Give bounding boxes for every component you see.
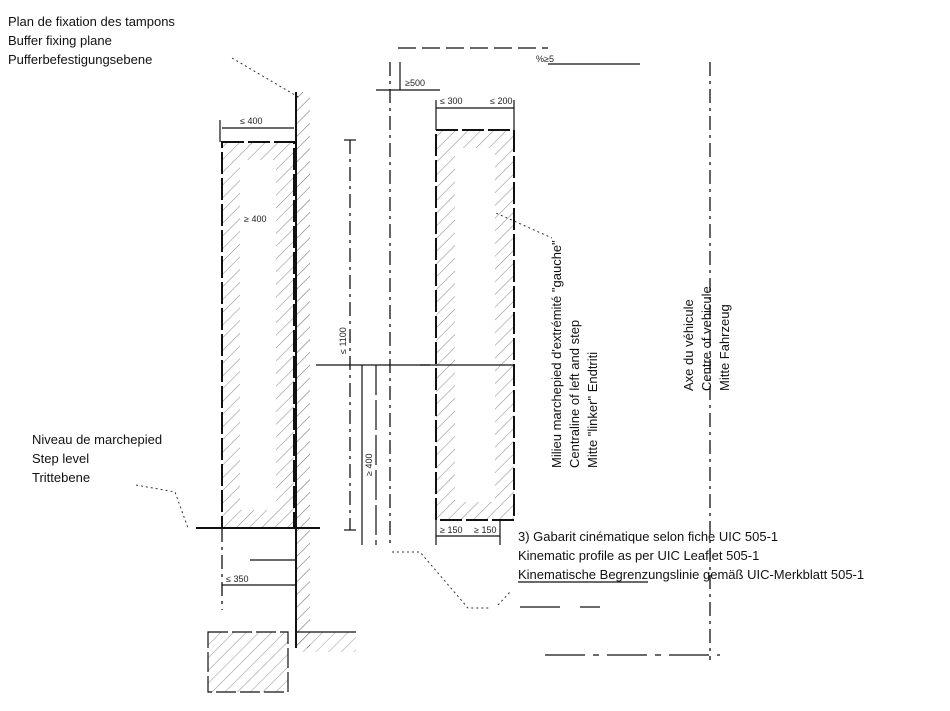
kinematic-leader	[392, 551, 490, 609]
kinematic-profile-label-de: Kinematische Begrenzungslinie gemäß UIC-…	[518, 567, 864, 582]
dim-left-height: ≥ 400	[244, 214, 266, 224]
step-centreline-label-fr: Milieu marchepied d'extrémité "gauche"	[549, 240, 564, 468]
dim-left-width: ≤ 400	[240, 116, 262, 126]
buffer-plane-leader	[231, 57, 301, 99]
dim-vertical-total: ≤ 1100	[338, 327, 348, 354]
kinematic-profile-boundary	[520, 606, 720, 656]
vehicle-axis-label: Axe du véhicule Centre of vehicule Mitte…	[681, 286, 732, 391]
dim-top-right: %≥5	[536, 54, 554, 64]
left-step-block	[219, 120, 297, 529]
lower-hatched-block	[207, 631, 356, 693]
right-step-block	[420, 100, 515, 545]
step-level-label: Niveau de marchepied Step level Trittebe…	[32, 432, 162, 485]
vehicle-axis-label-de: Mitte Fahrzeug	[717, 304, 732, 391]
dim-bottom-left: ≤ 350	[226, 574, 248, 584]
kinematic-profile-label-fr: 3) Gabarit cinématique selon fiche UIC 5…	[518, 529, 778, 544]
step-level-label-fr: Niveau de marchepied	[32, 432, 162, 447]
dim-vertical-lower: ≥ 400	[364, 454, 374, 476]
vehicle-axis-label-fr: Axe du véhicule	[681, 299, 696, 391]
kinematic-leader-tick	[497, 591, 511, 606]
kinematic-profile-label-en: Kinematic profile as per UIC Leaflet 505…	[518, 548, 759, 563]
bottom-dimension	[221, 528, 296, 610]
step-centreline-label: Milieu marchepied d'extrémité "gauche" C…	[549, 240, 600, 468]
buffer-plane-label-de: Pufferbefestigungsebene	[8, 52, 152, 67]
kinematic-profile-label: 3) Gabarit cinématique selon fiche UIC 5…	[518, 529, 864, 583]
buffer-plane-label: Plan de fixation des tampons Buffer fixi…	[8, 14, 175, 67]
buffer-plane-label-en: Buffer fixing plane	[8, 33, 112, 48]
buffer-plane-label-fr: Plan de fixation des tampons	[8, 14, 175, 29]
step-level-label-en: Step level	[32, 451, 89, 466]
dim-bottom-right-b: ≥ 150	[474, 525, 496, 535]
center-dimension-structure	[316, 47, 640, 545]
step-level-label-de: Trittebene	[32, 470, 90, 485]
vehicle-axis-label-en: Centre of vehicule	[699, 286, 714, 391]
dim-top-mid: ≥500	[405, 78, 425, 88]
dim-bottom-right-a: ≥ 150	[440, 525, 462, 535]
step-level-leader	[135, 484, 189, 529]
step-centreline-label-en: Centraline of left and step	[567, 320, 582, 468]
buffer-fixing-plane	[295, 92, 310, 648]
step-centreline-label-de: Mitte "linker" Endtriti	[585, 352, 600, 468]
dim-right-width-a: ≤ 300	[440, 96, 462, 106]
dim-right-width-b: ≤ 200	[490, 96, 512, 106]
